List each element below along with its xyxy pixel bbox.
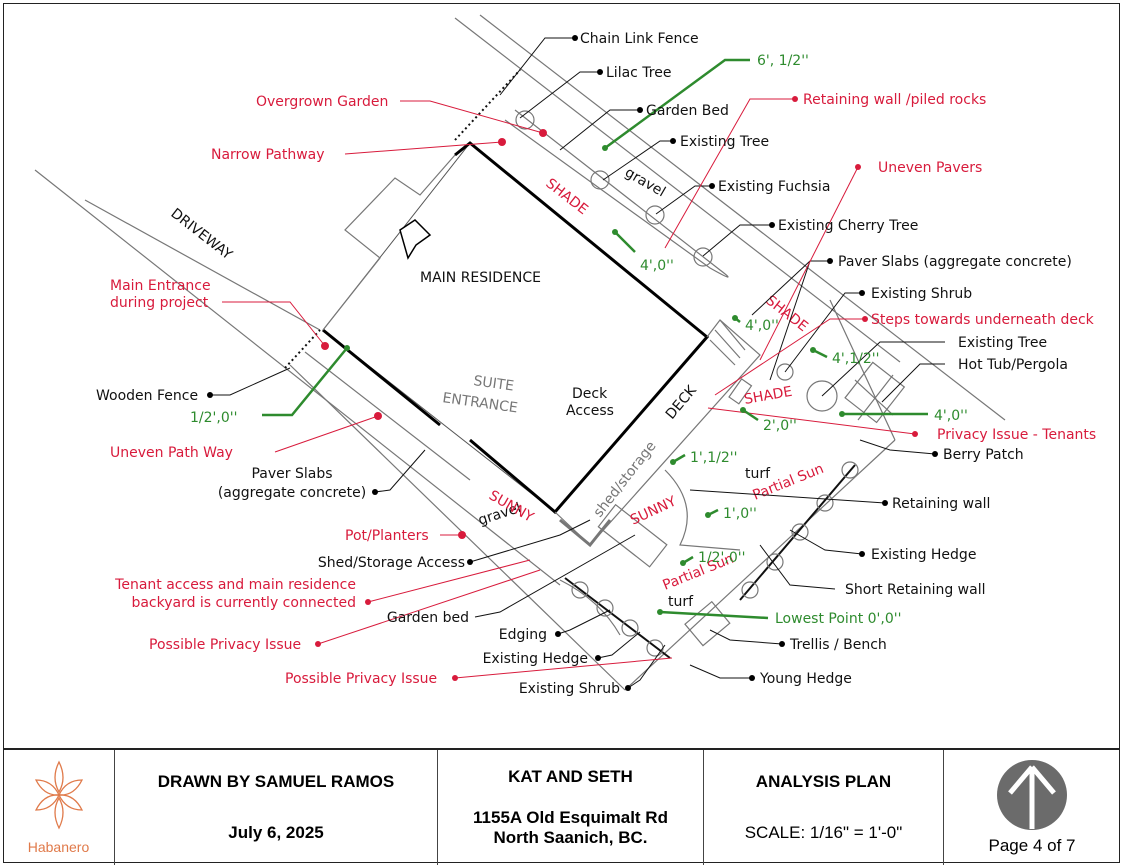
elevation-label: 4',0'' [745, 318, 779, 334]
label-narrow-pathway: Narrow Pathway [211, 147, 325, 163]
deck-access-label: Access [566, 403, 614, 419]
label-main-entrance: during project [110, 295, 209, 311]
hedge [564, 461, 859, 659]
label-wooden-fence: Wooden Fence [96, 388, 198, 404]
label-retaining-wall: Retaining wall [892, 496, 990, 512]
label-shed-storage-access: Shed/Storage Access [318, 555, 465, 571]
elevation-label: 2',0'' [763, 418, 797, 434]
turf-label: turf [745, 466, 771, 482]
wooden-fence [284, 329, 321, 369]
label-retaining-wall-rocks: Retaining wall /piled rocks [803, 92, 986, 108]
address-line1: 1155A Old Esquimalt Rd [473, 808, 668, 828]
elevation-label: 4',1/2'' [832, 351, 879, 367]
label-existing-shrub: Existing Shrub [871, 286, 972, 302]
elevation-label: 1/2',0'' [190, 410, 237, 426]
logo-cell: Habanero [3, 750, 115, 865]
elevation-label: 1',1/2'' [690, 450, 737, 466]
label-steps-under-deck: Steps towards underneath deck [871, 312, 1095, 328]
drawn-by-cell: DRAWN BY SAMUEL RAMOS July 6, 2025 [115, 750, 438, 865]
label-lilac-tree: Lilac Tree [606, 65, 671, 81]
label-uneven-pavers: Uneven Pavers [878, 160, 982, 176]
label-privacy-tenants: Privacy Issue - Tenants [937, 427, 1096, 443]
label-existing-tree: Existing Tree [958, 335, 1047, 351]
plan-title: ANALYSIS PLAN [755, 771, 892, 791]
deck-access-label: Deck [572, 386, 608, 402]
logo-text: Habanero [27, 838, 90, 855]
suite-entrance-label: SUITE [472, 373, 515, 395]
label-privacy-issue: Possible Privacy Issue [285, 671, 437, 687]
label-main-entrance: Main Entrance [110, 278, 211, 294]
client-name: KAT AND SETH [508, 766, 633, 786]
garden-bed [504, 109, 729, 278]
elevation-label: 4',0'' [640, 258, 674, 274]
label-existing-shrub: Existing Shrub [519, 681, 620, 697]
page-cell: Page 4 of 7 [944, 750, 1120, 865]
deck [554, 319, 761, 548]
label-paver-slabs: (aggregate concrete) [218, 485, 366, 501]
scale: SCALE: 1/16" = 1'-0" [744, 823, 903, 843]
label-trellis-bench: Trellis / Bench [789, 637, 887, 653]
sunny-label: SUNNY [628, 493, 679, 528]
north-arrow-icon [997, 759, 1067, 830]
date: July 6, 2025 [228, 823, 324, 843]
label-paver-slabs: Paver Slabs (aggregate concrete) [838, 254, 1072, 270]
gravel-label: gravel [622, 165, 668, 201]
chain-link-fence [454, 69, 521, 141]
elevation-label: Lowest Point 0',0'' [775, 611, 901, 627]
label-existing-fuchsia: Existing Fuchsia [718, 179, 830, 195]
retaining-wall [664, 469, 741, 551]
label-existing-hedge: Existing Hedge [483, 651, 588, 667]
label-overgrown-garden: Overgrown Garden [256, 94, 388, 110]
label-tenant-access: Tenant access and main residence [114, 577, 356, 593]
main-residence-label: MAIN RESIDENCE [420, 270, 541, 286]
label-edging: Edging [499, 627, 547, 643]
label-existing-hedge: Existing Hedge [871, 547, 976, 563]
elevation-label: 1',0'' [723, 506, 757, 522]
red-leaders [222, 96, 918, 681]
driveway-label: DRIVEWAY [168, 206, 236, 264]
page-number: Page 4 of 7 [988, 836, 1076, 856]
label-existing-cherry-tree: Existing Cherry Tree [778, 218, 918, 234]
label-tenant-access: backyard is currently connected [131, 595, 356, 611]
title-block: Habanero DRAWN BY SAMUEL RAMOS July 6, 2… [3, 748, 1120, 865]
label-garden-bed: Garden bed [387, 610, 469, 626]
drawn-by: DRAWN BY SAMUEL RAMOS [157, 771, 395, 791]
label-chain-link-fence: Chain Link Fence [580, 31, 699, 47]
label-existing-tree: Existing Tree [680, 134, 769, 150]
plan-cell: ANALYSIS PLAN SCALE: 1/16" = 1'-0" [704, 750, 944, 865]
property-lines [34, 14, 1006, 691]
label-privacy-issue: Possible Privacy Issue [149, 637, 301, 653]
label-young-hedge: Young Hedge [759, 671, 852, 687]
habanero-logo-icon [34, 760, 83, 830]
elevation-label: 6', 1/2'' [757, 53, 809, 69]
drawing-frame [3, 3, 1120, 863]
deck-label: DECK [663, 382, 701, 422]
site-plan: MAIN RESIDENCE DRIVEWAY SUITE ENTRANCE D… [34, 14, 1096, 697]
label-paver-slabs: Paver Slabs [251, 466, 332, 482]
elevation-label: 1/2',0'' [698, 550, 745, 566]
elevation-label: 4',0'' [934, 408, 968, 424]
label-short-retaining-wall: Short Retaining wall [845, 582, 985, 598]
label-hot-tub-pergola: Hot Tub/Pergola [958, 357, 1068, 373]
label-pot-planters: Pot/Planters [345, 528, 429, 544]
address-line2: North Saanich, BC. [493, 828, 648, 848]
label-uneven-path-way: Uneven Path Way [110, 445, 233, 461]
label-garden-bed: Garden Bed [646, 103, 729, 119]
label-berry-patch: Berry Patch [943, 447, 1024, 463]
turf-label: turf [668, 594, 694, 610]
elevation-markers [262, 58, 928, 620]
